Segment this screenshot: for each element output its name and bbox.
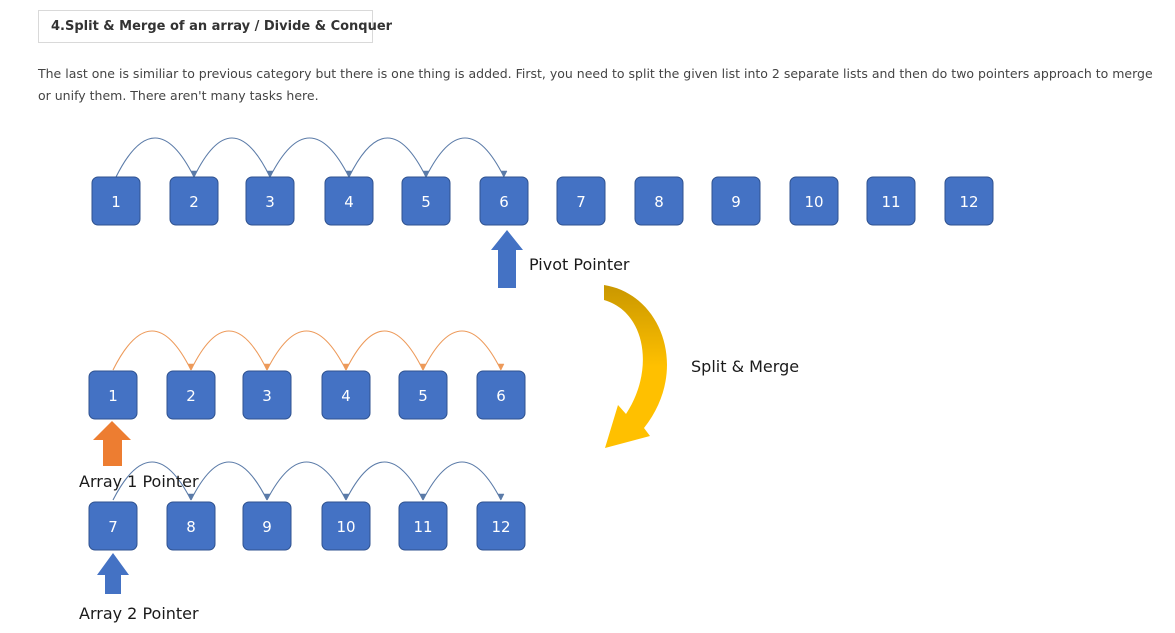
array-1-box	[242, 370, 292, 420]
full-array-box	[556, 176, 606, 226]
array-1-box-label: 4	[341, 387, 351, 405]
full-array-box	[789, 176, 839, 226]
intro-paragraph: The last one is similiar to previous cat…	[38, 66, 1153, 103]
split-merge-curved-arrow	[604, 285, 667, 448]
array-2-arc-arrowhead	[497, 493, 505, 501]
full-array-box-label: 8	[654, 193, 664, 211]
array-2-pointer-arrow	[97, 553, 129, 594]
array-2-box-label: 8	[186, 518, 196, 536]
full-array-arc	[348, 137, 427, 178]
array-1-box	[398, 370, 448, 420]
full-array-box-label: 11	[881, 193, 900, 211]
full-array-box	[324, 176, 374, 226]
full-array-box	[634, 176, 684, 226]
array-2-box-label: 12	[491, 518, 510, 536]
array-2-box-label: 11	[413, 518, 432, 536]
array-1-box	[476, 370, 526, 420]
split-merge-arrow: Split & Merge	[604, 285, 799, 448]
array-1-arc-arrowhead	[497, 363, 505, 371]
full-array-box-label: 2	[189, 193, 199, 211]
array-1-arcs	[112, 330, 505, 371]
full-array-arc	[115, 137, 195, 178]
full-array-box	[169, 176, 219, 226]
array-2-row: 7 8 9 10 11 12	[88, 501, 526, 551]
array-1-pointer	[93, 421, 131, 466]
full-array-box	[479, 176, 529, 226]
array-2-pointer: Array 2 Pointer	[79, 553, 199, 623]
array-1-arc	[345, 330, 424, 371]
array-1-arc	[422, 330, 502, 371]
array-1-box	[321, 370, 371, 420]
array-2-box	[321, 501, 371, 551]
full-array-box-label: 3	[265, 193, 275, 211]
array-2-box	[242, 501, 292, 551]
full-array-box-label: 7	[576, 193, 586, 211]
array-1-arc	[190, 330, 268, 371]
section-heading-box: 4.Split & Merge of an array / Divide & C…	[38, 10, 392, 43]
full-array-box	[944, 176, 994, 226]
array-2-arcs	[112, 461, 505, 501]
pivot-pointer-arrow	[491, 230, 523, 288]
array-1-box-label: 6	[496, 387, 506, 405]
full-array-box	[711, 176, 761, 226]
array-1-pointer-arrow	[93, 421, 131, 466]
array-2-box	[476, 501, 526, 551]
array-2-box-label: 9	[262, 518, 272, 536]
full-array-box	[866, 176, 916, 226]
array-1-row: 1 2 3 4 5 6	[88, 370, 526, 420]
full-array-box-label: 9	[731, 193, 741, 211]
array-2-arc	[345, 461, 424, 501]
array-2-arc	[112, 461, 192, 501]
full-array-box	[245, 176, 295, 226]
array-2-arc	[190, 461, 268, 501]
array-1-box-label: 2	[186, 387, 196, 405]
array-1-box-label: 1	[108, 387, 118, 405]
pivot-pointer: Pivot Pointer	[491, 230, 630, 288]
full-array-arc-arrowhead	[500, 170, 508, 178]
array-2-box	[398, 501, 448, 551]
array-2-box-label: 7	[108, 518, 118, 536]
array-1-pointer-label: Array 1 Pointer	[79, 472, 199, 491]
array-2-arc	[422, 461, 502, 501]
full-array-box-label: 12	[959, 193, 978, 211]
full-array-box-label: 5	[421, 193, 431, 211]
array-1-box-label: 5	[418, 387, 428, 405]
full-array-box-label: 4	[344, 193, 354, 211]
full-array-box-label: 10	[804, 193, 823, 211]
array-2-box	[88, 501, 138, 551]
full-array-box-label: 6	[499, 193, 509, 211]
array-2-box-label: 10	[336, 518, 355, 536]
array-2-box	[166, 501, 216, 551]
split-merge-label: Split & Merge	[691, 357, 799, 376]
full-array-box	[401, 176, 451, 226]
full-array-arc	[193, 137, 271, 178]
array-1-box	[88, 370, 138, 420]
array-1-arc	[112, 330, 192, 371]
array-1-arc	[266, 330, 347, 371]
array-1-box-label: 3	[262, 387, 272, 405]
full-array-arc	[425, 137, 505, 178]
array-2-arc	[266, 461, 347, 501]
pivot-pointer-label: Pivot Pointer	[529, 255, 630, 274]
full-array-box	[91, 176, 141, 226]
full-array-arcs	[115, 137, 508, 178]
full-array-arc	[269, 137, 350, 178]
full-array-box-label: 1	[111, 193, 121, 211]
section-heading: 4.Split & Merge of an array / Divide & C…	[51, 19, 393, 34]
array-2-pointer-label: Array 2 Pointer	[79, 604, 199, 623]
array-1-box	[166, 370, 216, 420]
